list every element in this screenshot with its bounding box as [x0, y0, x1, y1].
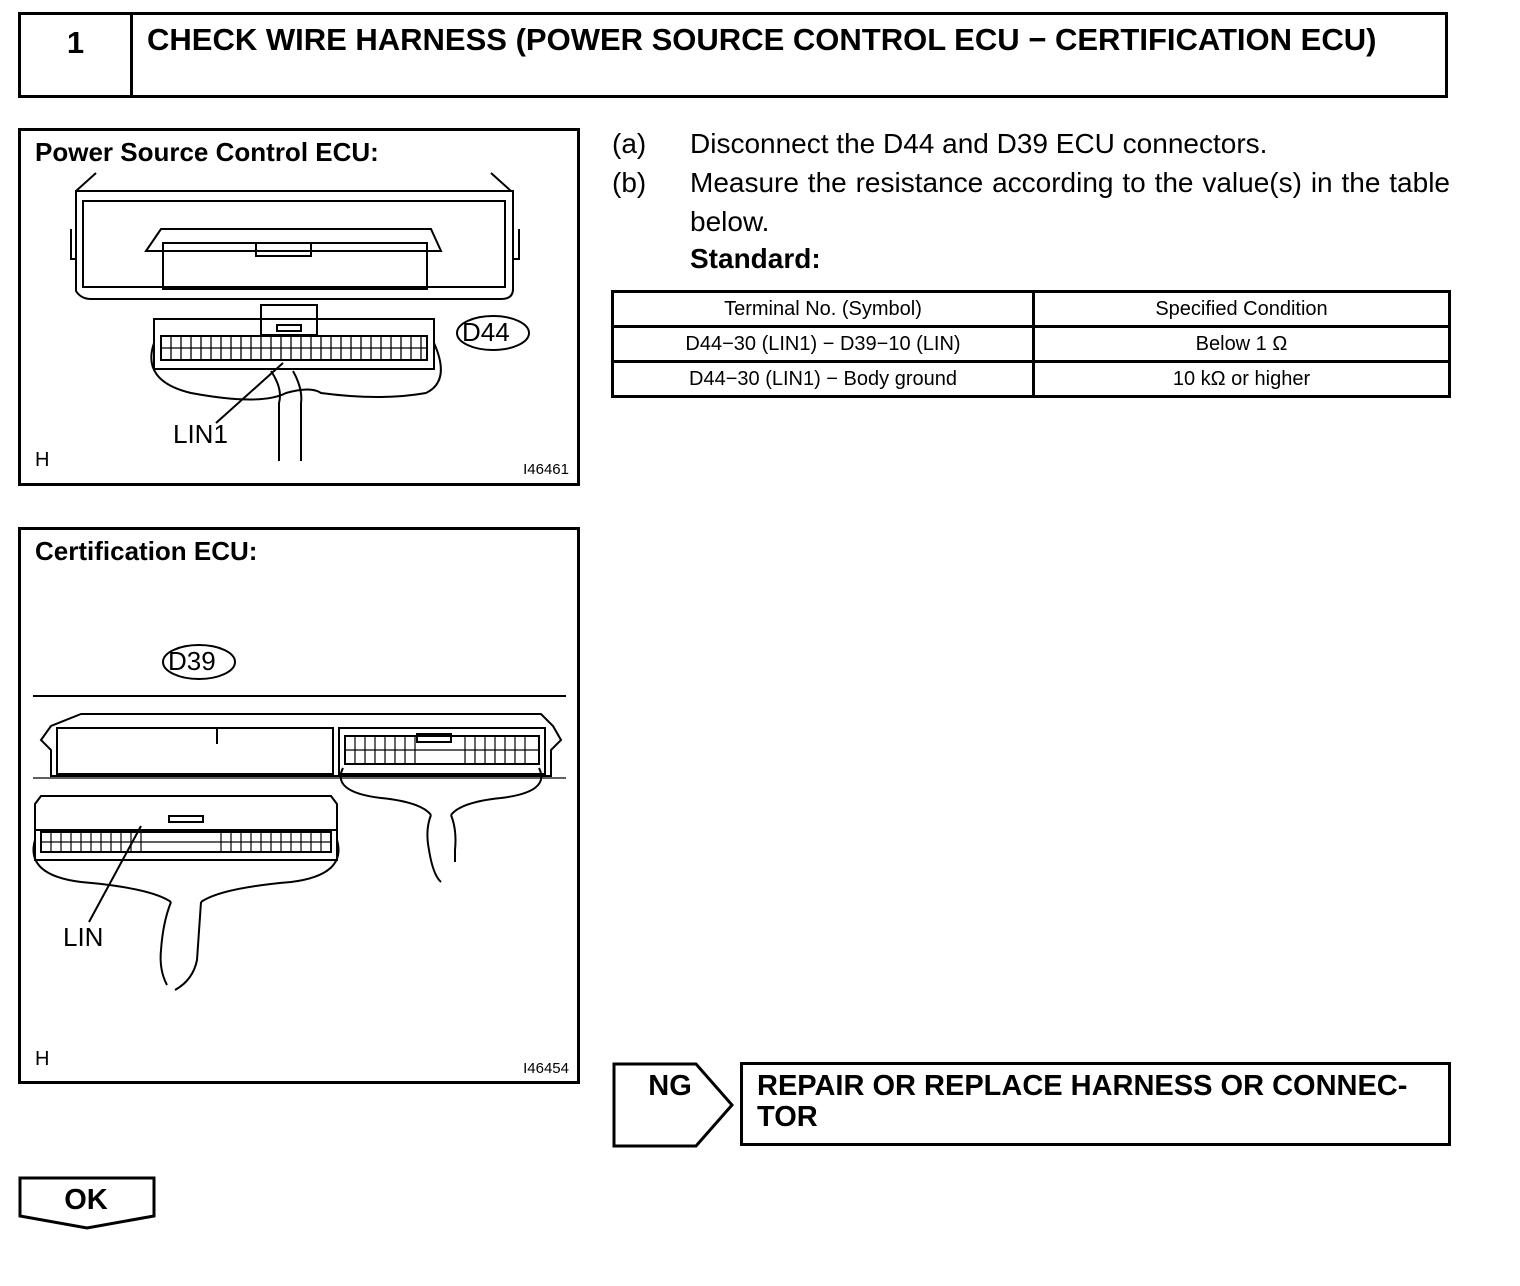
table-header-condition: Specified Condition [1032, 290, 1451, 328]
table-cell-condition: Below 1 Ω [1032, 325, 1451, 363]
figure1-title: Power Source Control ECU: [35, 137, 379, 167]
table-row: D44−30 (LIN1) − Body ground 10 kΩ or hig… [611, 360, 1451, 398]
step-number: 1 [21, 15, 133, 95]
figure-power-source-ecu: Power Source Control ECU: D44 LIN1 H I46… [18, 128, 580, 486]
connector-label-d44: D44 [462, 317, 510, 347]
table-cell-terminal: D44−30 (LIN1) − D39−10 (LIN) [611, 325, 1035, 363]
step-b-label: (b) [612, 167, 647, 198]
table-cell-terminal: D44−30 (LIN1) − Body ground [611, 360, 1035, 398]
step-a-label: (a) [612, 128, 647, 159]
figure2-image-id: I46454 [523, 1060, 569, 1077]
step-title: CHECK WIRE HARNESS (POWER SOURCE CONTROL… [147, 22, 1377, 57]
ng-label: NG [648, 1070, 692, 1102]
figure2-title: Certification ECU: [35, 536, 258, 566]
connector-label-d39: D39 [168, 646, 216, 676]
table-header-terminal: Terminal No. (Symbol) [611, 290, 1035, 328]
table-cell-condition: 10 kΩ or higher [1032, 360, 1451, 398]
certification-ecu-diagram [32, 644, 566, 991]
terminal-label-lin: LIN [63, 922, 104, 952]
table-header-row: Terminal No. (Symbol) Specified Conditio… [611, 290, 1451, 328]
figure1-image-id: I46461 [523, 461, 569, 478]
terminal-label-lin1: LIN1 [173, 419, 228, 449]
figure2-corner-mark: H [35, 1048, 50, 1070]
step-b-text: Measure the resistance according to the … [690, 167, 1450, 237]
power-source-ecu-diagram [70, 172, 530, 461]
ok-label: OK [64, 1184, 108, 1216]
ng-action-box: REPAIR OR REPLACE HARNESS OR CONNEC- TOR [740, 1062, 1451, 1146]
standard-label: Standard: [690, 243, 821, 274]
ng-action-text: REPAIR OR REPLACE HARNESS OR CONNEC- TOR [757, 1070, 1408, 1133]
table-row: D44−30 (LIN1) − D39−10 (LIN) Below 1 Ω [611, 325, 1451, 363]
figure-certification-ecu: Certification ECU: D39 LIN H I46454 [18, 527, 580, 1084]
specification-table: Terminal No. (Symbol) Specified Conditio… [611, 290, 1451, 398]
step-header: 1 CHECK WIRE HARNESS (POWER SOURCE CONTR… [18, 12, 1448, 98]
step-a-text: Disconnect the D44 and D39 ECU connector… [690, 128, 1268, 159]
ng-arrow-icon [612, 1062, 734, 1148]
figure1-corner-mark: H [35, 449, 50, 471]
ok-arrow-icon [18, 1176, 156, 1230]
